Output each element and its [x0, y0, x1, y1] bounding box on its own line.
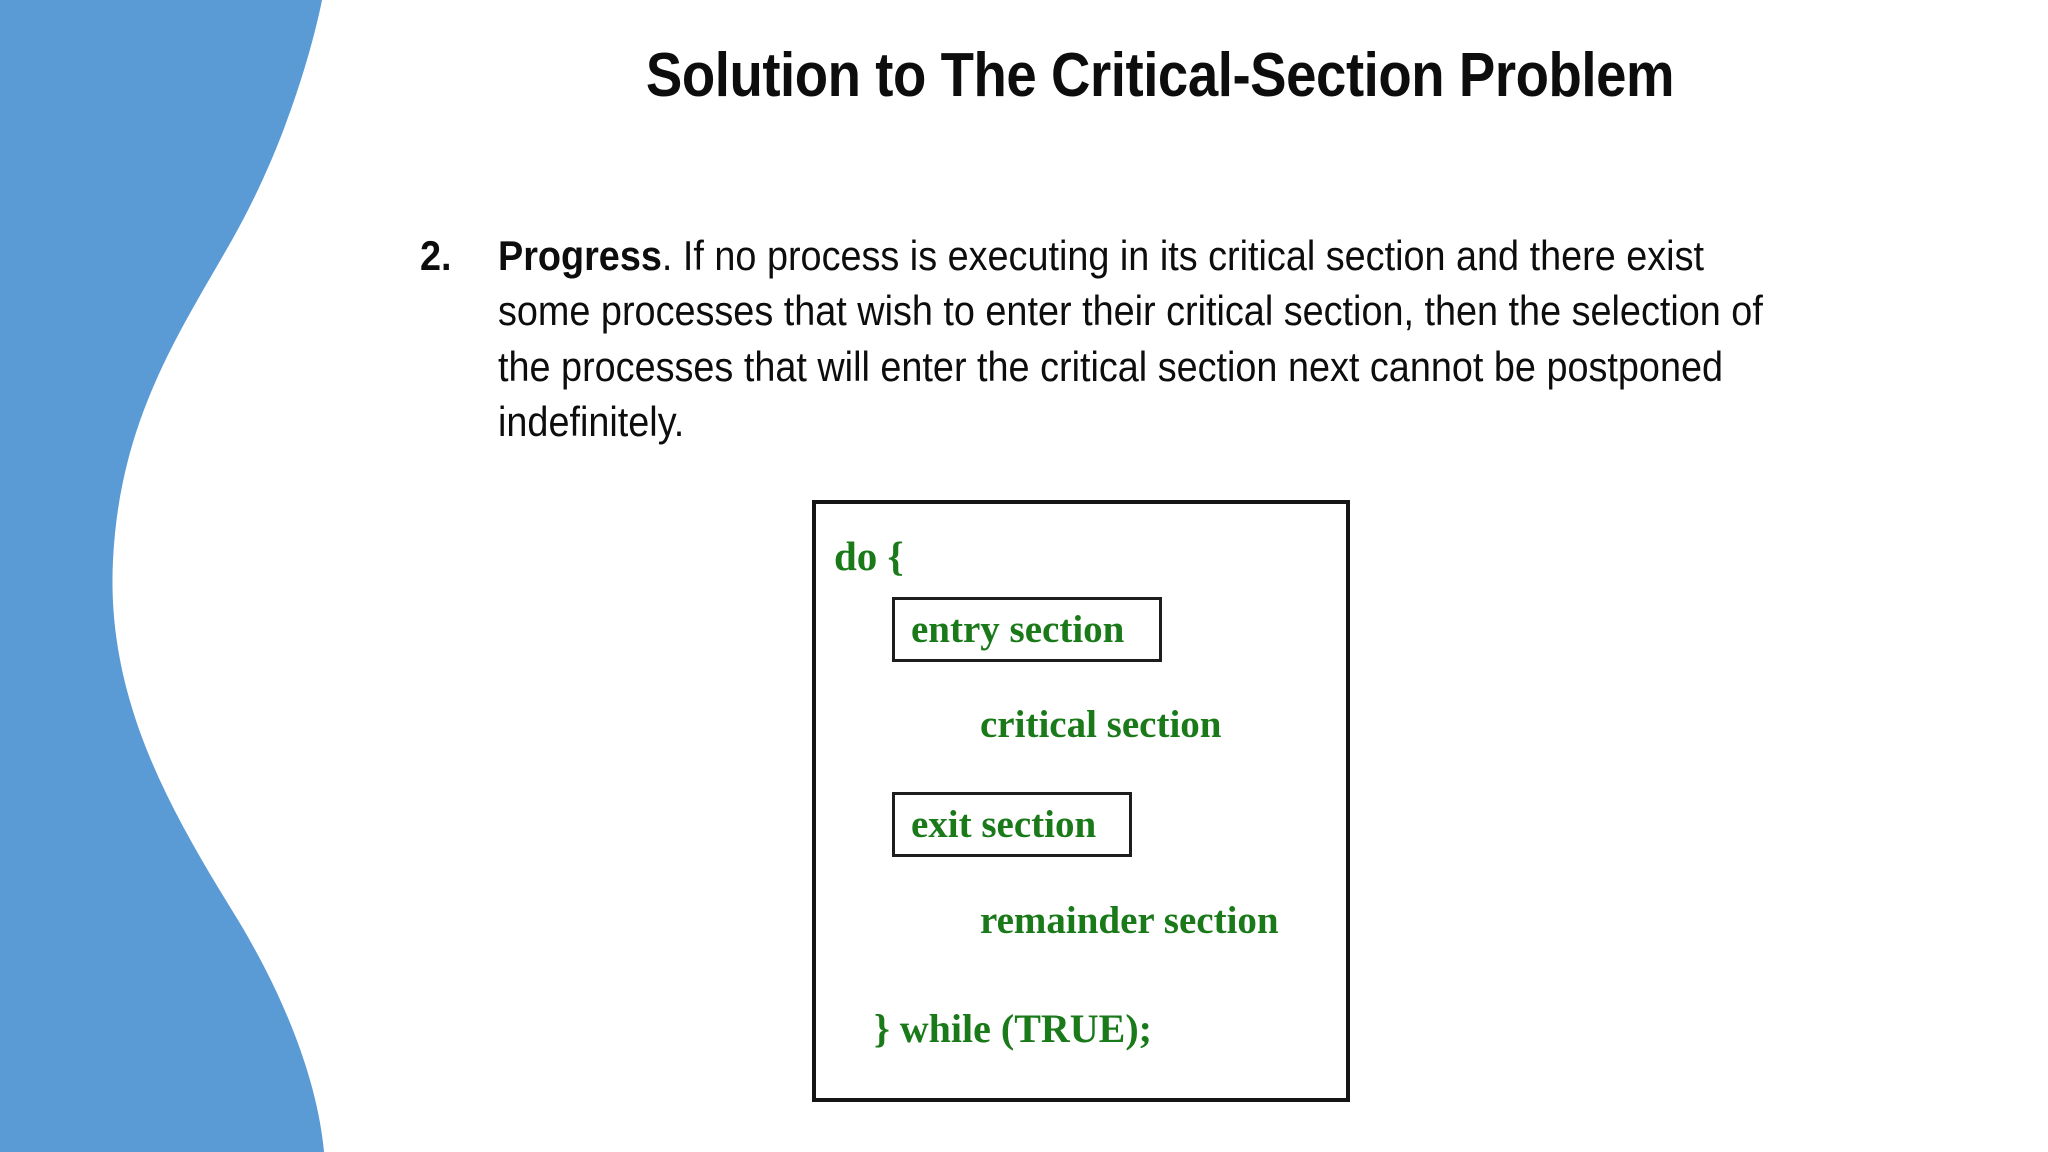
exit-section-box: exit section	[892, 792, 1132, 857]
bullet-lead-term: Progress	[498, 232, 662, 279]
bullet-paragraph: Progress. If no process is executing in …	[498, 228, 1787, 450]
bullet-item-progress: 2. Progress. If no process is executing …	[420, 228, 1930, 450]
remainder-section-label: remainder section	[980, 899, 1279, 942]
page-title: Solution to The Critical-Section Problem	[645, 41, 1675, 110]
pseudocode-diagram: do { entry section critical section exit…	[812, 500, 1350, 1102]
entry-section-box: entry section	[892, 597, 1162, 662]
code-line-while-close: } while (TRUE);	[874, 1006, 1152, 1051]
list-marker: 2.	[420, 232, 452, 279]
exit-section-label: exit section	[911, 803, 1097, 846]
code-line-do-open: do {	[834, 533, 904, 579]
critical-section-label: critical section	[980, 703, 1222, 746]
bullet-body-text: . If no process is executing in its crit…	[498, 232, 1763, 446]
entry-section-label: entry section	[911, 608, 1125, 651]
